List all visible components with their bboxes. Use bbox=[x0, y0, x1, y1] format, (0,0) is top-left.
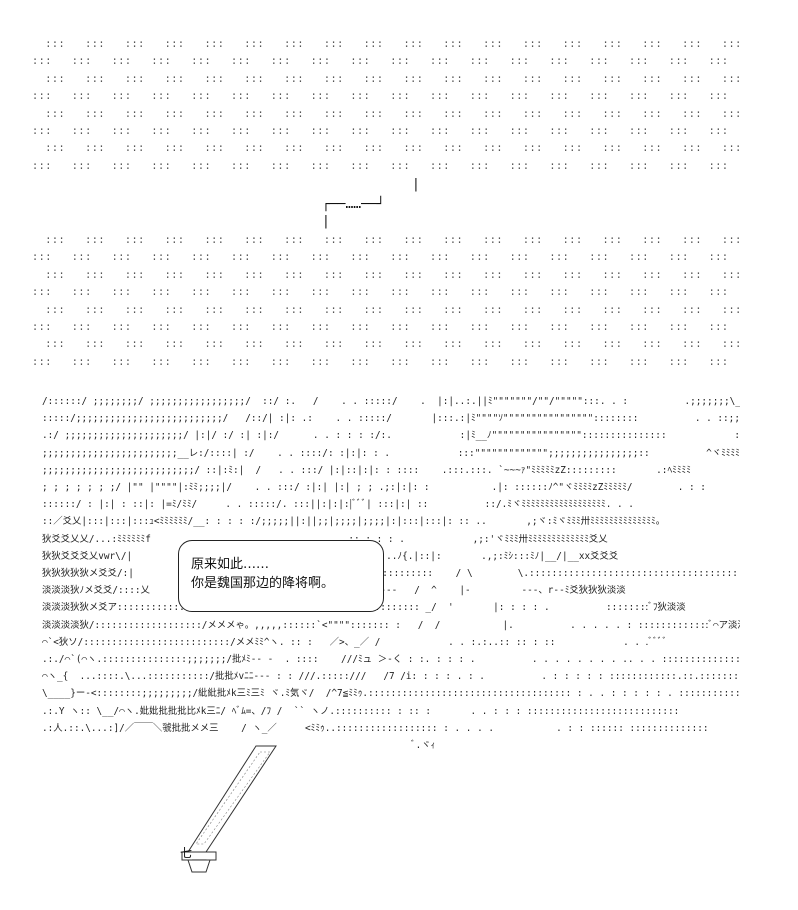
scene-line-7: ::::::/ : |:| : ::|: |=ﾐ/ﾐﾐ/ . . :::::/.… bbox=[42, 499, 634, 511]
dots-row-top-6: ::: ::: ::: ::: ::: ::: ::: ::: ::: ::: … bbox=[32, 126, 729, 137]
ellipsis-box-text: ┌──……──┘ bbox=[322, 197, 385, 212]
scene-line-15: ⌒`<狄ソ/::::::::::::::::::::::::::/メメﾐﾐ^ヽ.… bbox=[42, 636, 668, 648]
scene-line-5: ;;;;;;;;;;;;;;;;;;;;;;;;;;;/ ::|:ﾐ:| / .… bbox=[42, 464, 691, 476]
dots-row-mid-2: ::: ::: ::: ::: ::: ::: ::: ::: ::: ::: … bbox=[32, 252, 729, 264]
dots-row-top-8: ::: ::: ::: ::: ::: ::: ::: ::: ::: ::: … bbox=[32, 160, 729, 172]
scene-line-2: :::::/;;;;;;;;;;;;;;;;;;;;;;;;;;/ /::/| … bbox=[42, 413, 740, 425]
ellipsis-box-right-edge: | bbox=[412, 177, 420, 192]
dialog-line-1: 原来如此…… bbox=[191, 557, 270, 572]
sword-blade-graphic bbox=[181, 745, 277, 873]
scene-line-9: 狄爻爻乂乂/...:ﾐﾐﾐﾐﾐﾐf :: : : : . ,;:'ヾﾐﾐﾐ卅ﾐﾐ… bbox=[42, 533, 608, 545]
scene-line-19: .:.Y ヽ:: \__/⌒ヽ.妣妣批批批比ﾒk三ﾆ/ ﾍﾞﾑ=、/ﾌ / ``… bbox=[42, 705, 680, 717]
scene-line-12: 淡淡淡狄ﾉメ爻爻/::::乂 ﾉ--­-‐ / ^ |- --­-、r--ﾐ爻狄… bbox=[42, 585, 626, 597]
dots-row-mid-1: ::: ::: ::: ::: ::: ::: ::: ::: ::: ::: … bbox=[45, 235, 740, 246]
dots-row-top-3: ::: ::: ::: ::: ::: ::: ::: ::: ::: ::: … bbox=[45, 73, 740, 85]
dots-row-mid-7: ::: ::: ::: ::: ::: ::: ::: ::: ::: ::: … bbox=[45, 339, 740, 351]
dots-row-top-2: ::: ::: ::: ::: ::: ::: ::: ::: ::: ::: … bbox=[32, 56, 729, 68]
scene-line-18: \____}ー-<::::::::;;;;;;;;;/紕紕批ﾒk三ﾐ三ﾐ ヾ.ﾐ… bbox=[42, 688, 740, 700]
sword-hilt-glyph: 七__ bbox=[180, 846, 207, 860]
scene-line-11: 狄狄狄狄狄メ爻爻/:| |::::::::::: / \ \.:::::::::… bbox=[42, 568, 740, 579]
scene-line-20: .:人.::.\...:]/／￣￣＼虢批批メメ三 / ヽ_／ <ﾐﾐｩ..:::… bbox=[42, 722, 709, 734]
scene-line-6: ; ; ; ; ; ; ;/ |"" |""""|:ﾐﾐ;;;;|/ . . :… bbox=[42, 482, 706, 493]
scene-line-14: 淡淡淡淡狄/:::::::::::::::::::/メメメゃ。,,,,,::::… bbox=[42, 619, 740, 631]
dots-row-mid-6: ::: ::: ::: ::: ::: ::: ::: ::: ::: ::: … bbox=[32, 322, 729, 333]
scene-line-4: ;;;;;;;;;;;;;;;;;;;;;;;;__レ:/::::| :/ . … bbox=[42, 447, 740, 459]
dots-row-mid-5: ::: ::: ::: ::: ::: ::: ::: ::: ::: ::: … bbox=[45, 304, 740, 316]
dots-row-mid-4: ::: ::: ::: ::: ::: ::: ::: ::: ::: ::: … bbox=[32, 287, 729, 299]
speech-bubble: 原来如此…… 你是魏国那边的降将啊。 bbox=[178, 540, 384, 612]
scene-line-21: ﾞ.ヾｨ bbox=[42, 740, 436, 751]
scene-line-13: 淡淡淡狄狄メ爻ア:::::::::::::::/ ヽ....::`<ﾐﾐﾐﾐ;;… bbox=[42, 602, 686, 614]
dots-row-top-4: ::: ::: ::: ::: ::: ::: ::: ::: ::: ::: … bbox=[32, 91, 729, 103]
scene-line-16: .:./⌒`(⌒ヽ.:::::::::::::::;;;;;;;/批ﾒﾐ-- -… bbox=[42, 654, 740, 665]
dialog-line-2: 你是魏国那边的降将啊。 bbox=[191, 576, 335, 591]
dots-row-top-5: ::: ::: ::: ::: ::: ::: ::: ::: ::: ::: … bbox=[45, 108, 740, 120]
scene-line-3: .:/ ;;;;;;;;;;;;;;;;;;;;;/ |:|/ :/ :| :|… bbox=[42, 430, 740, 442]
scene-line-1: /::::::/ ;;;;;;;;/ ;;;;;;;;;;;;;;;;;/ ::… bbox=[42, 396, 740, 407]
scene-line-8: ::／爻乂|:::|:::|:::ｭ<ﾐﾐﾐﾐﾐﾐ/__: : : : :/;;… bbox=[42, 516, 666, 528]
dots-row-mid-8: ::: ::: ::: ::: ::: ::: ::: ::: ::: ::: … bbox=[32, 356, 729, 368]
dots-row-top-7: ::: ::: ::: ::: ::: ::: ::: ::: ::: ::: … bbox=[45, 143, 740, 155]
scene-line-10: 狄狄爻爻爻乂vwr\/| |..:..ﾉ{.|::|: .,;:ﾐｼ:::ﾐﾉ|… bbox=[42, 550, 619, 562]
dots-row-top-1: ::: ::: ::: ::: ::: ::: ::: ::: ::: ::: … bbox=[45, 39, 740, 50]
ellipsis-box-left-edge: | bbox=[322, 214, 330, 229]
scene-line-17: ⌒ヽ_{ ...::::.\...:::::::::::/批批ﾒvﾆﾆ--- :… bbox=[42, 671, 740, 683]
dots-row-mid-3: ::: ::: ::: ::: ::: ::: ::: ::: ::: ::: … bbox=[45, 269, 740, 281]
